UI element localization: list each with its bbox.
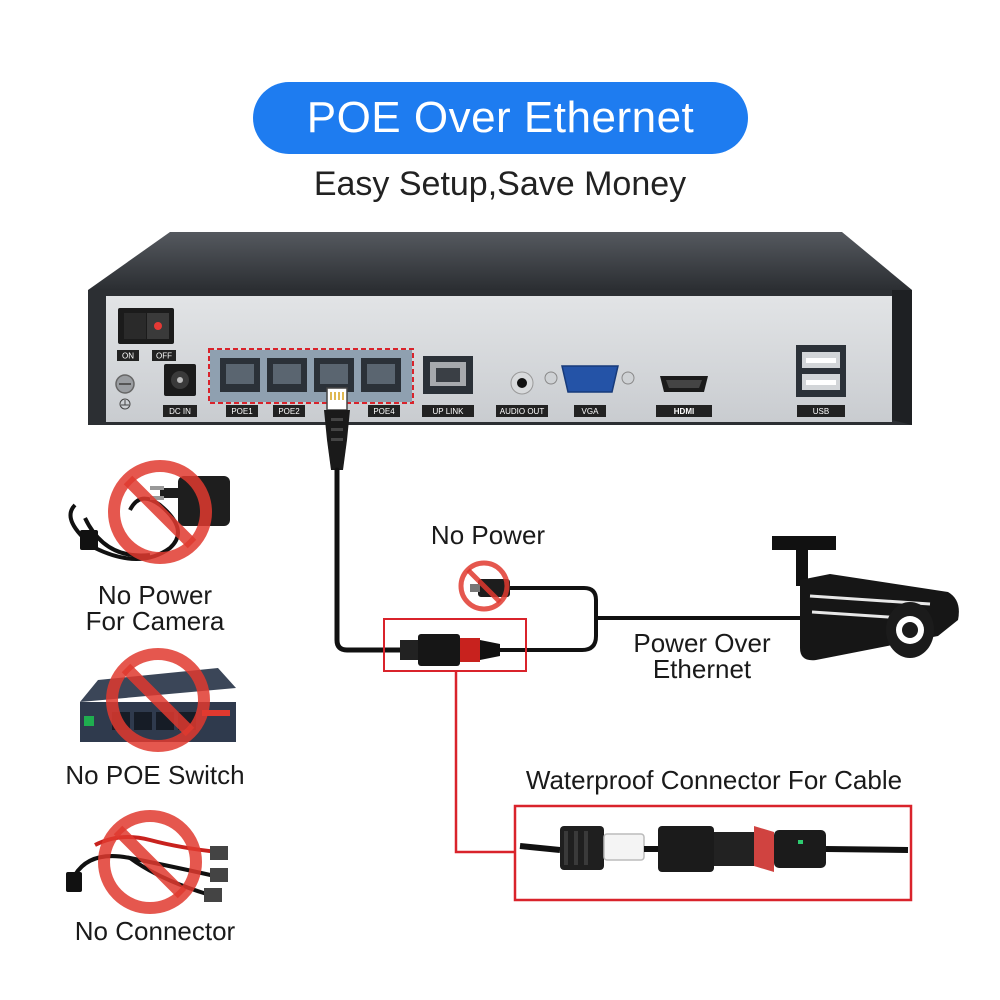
poe2-label: POE2 xyxy=(278,407,300,416)
dc-in-port: DC IN xyxy=(163,364,197,417)
audio-out-port: AUDIO OUT xyxy=(496,371,548,417)
no-power-label: No Power xyxy=(430,520,546,550)
waterproof-connector-label: Waterproof Connector For Cable xyxy=(525,765,903,795)
label-line: Power Over xyxy=(633,628,771,658)
no-power-camera-label: No Power For Camera xyxy=(50,582,260,634)
ethernet-plug-icon xyxy=(324,387,350,470)
power-led-icon xyxy=(154,322,162,330)
prohibit-icon xyxy=(108,460,212,564)
label-line: No Power xyxy=(97,580,213,610)
no-power-prohibit-icon xyxy=(458,560,510,612)
power-switch: ON OFF xyxy=(117,308,176,361)
network-switch-icon xyxy=(80,668,236,742)
no-poe-switch-label: No POE Switch xyxy=(50,762,260,788)
ethernet-cable xyxy=(334,467,413,653)
poe4-label: POE4 xyxy=(373,407,395,416)
dc-plug-icon xyxy=(470,579,510,597)
label-line: Ethernet xyxy=(652,654,752,684)
page-subtitle: Easy Setup,Save Money xyxy=(313,165,687,203)
splitter-cable-icon xyxy=(66,834,228,902)
label-line: No Connector xyxy=(74,916,236,946)
waterproof-connector-detail-icon xyxy=(519,826,909,872)
title-banner: POE Over Ethernet xyxy=(253,82,748,154)
off-label: OFF xyxy=(156,352,172,361)
nvr-device: ON OFF DC IN xyxy=(88,232,912,425)
poe-port-group: POE1 POE2 POE4 xyxy=(208,348,414,417)
poe-highlight-box xyxy=(208,348,414,404)
ground-screw-icon xyxy=(115,374,135,410)
vga-port: VGA xyxy=(544,365,635,417)
no-connector-label: No Connector xyxy=(50,918,260,944)
on-label: ON xyxy=(122,352,134,361)
usb-label: USB xyxy=(813,407,829,416)
nvr-top-cover xyxy=(88,232,912,290)
hdmi-port: HDMI xyxy=(656,376,712,417)
power-over-ethernet-label: Power Over Ethernet xyxy=(612,630,792,682)
page-title: POE Over Ethernet xyxy=(306,93,695,142)
vga-label: VGA xyxy=(582,407,600,416)
poe1-label: POE1 xyxy=(231,407,253,416)
label-line: No POE Switch xyxy=(65,760,245,790)
hdmi-label: HDMI xyxy=(674,407,694,416)
dc-in-label: DC IN xyxy=(169,407,191,416)
prohibit-icon xyxy=(106,648,210,752)
uplink-port: UP LINK xyxy=(422,356,474,417)
usb-ports: USB xyxy=(796,345,846,417)
uplink-label: UP LINK xyxy=(433,407,465,416)
label-line: For Camera xyxy=(85,606,225,636)
leader-line xyxy=(454,671,515,854)
audio-out-label: AUDIO OUT xyxy=(500,407,545,416)
bullet-camera-icon xyxy=(772,536,959,661)
inline-connector-icon xyxy=(400,634,500,666)
prohibit-icon xyxy=(98,810,202,914)
